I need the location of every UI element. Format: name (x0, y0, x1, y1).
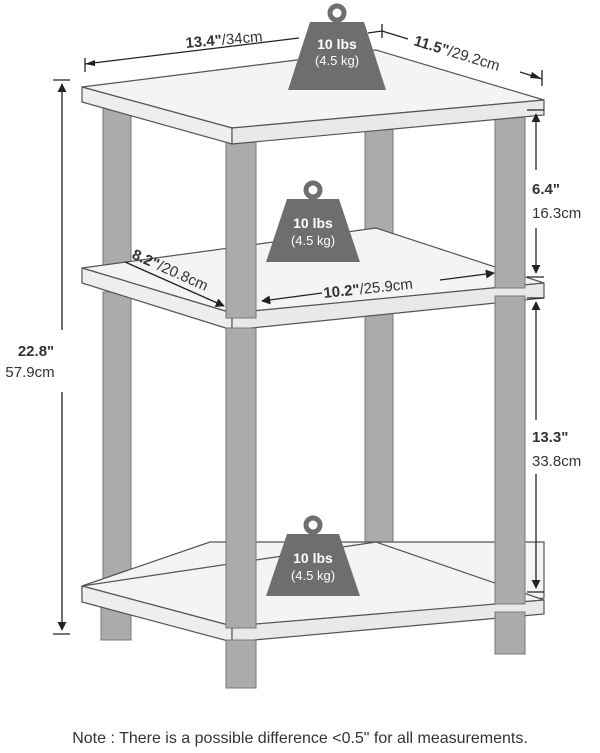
back-left-post (102, 291, 132, 583)
back-right-post-lower (364, 309, 394, 549)
total-height-cm: 57.9cm (5, 364, 54, 381)
weight-top-lbs: 10 lbs (317, 36, 357, 52)
upper-height-inch: 6.4" (532, 181, 560, 198)
top-depth-inch: 11.5" (412, 33, 451, 60)
svg-text:13.4"/34cm: 13.4"/34cm (185, 28, 263, 52)
front-right-post-upper (494, 111, 526, 289)
inner-width-cm: /25.9cm (359, 276, 414, 298)
top-depth-cm: /29.2cm (446, 43, 502, 75)
upper-height-cm: 16.3cm (532, 205, 581, 222)
inner-width-inch: 10.2" (323, 281, 361, 302)
front-right-post-lower (494, 295, 526, 605)
front-left-post-lower (225, 327, 257, 629)
top-width-inch: 13.4" (185, 32, 223, 52)
back-left-post-upper (102, 107, 132, 269)
front-left-post-upper (225, 139, 257, 319)
front-right-foot (494, 611, 526, 655)
dim-total-height: 22.8" 57.9cm (5, 79, 70, 635)
weight-icon-middle: 10 lbs (4.5 kg) (266, 180, 360, 262)
top-width-cm: /34cm (221, 28, 263, 48)
dim-inner-width: 10.2"/25.9cm (261, 269, 495, 305)
weight-icon-bottom: 10 lbs (4.5 kg) (266, 515, 360, 596)
measurement-note: Note : There is a possible difference <0… (72, 730, 528, 747)
weight-middle-kg: (4.5 kg) (291, 233, 335, 248)
weight-icon-top: 10 lbs (4.5 kg) (288, 3, 386, 90)
total-height-inch: 22.8" (18, 343, 54, 360)
dim-lower-height: 13.3" 33.8cm (527, 297, 581, 593)
weight-middle-lbs: 10 lbs (293, 215, 333, 231)
lower-height-cm: 33.8cm (532, 453, 581, 470)
weight-top-kg: (4.5 kg) (315, 53, 359, 68)
weight-bottom-kg: (4.5 kg) (291, 568, 335, 583)
front-left-foot (225, 639, 257, 689)
lower-height-inch: 13.3" (532, 429, 568, 446)
middle-shelf (81, 227, 545, 331)
weight-bottom-lbs: 10 lbs (293, 550, 333, 566)
svg-text:10.2"/25.9cm: 10.2"/25.9cm (323, 276, 414, 302)
dim-upper-height: 6.4" 16.3cm (527, 109, 581, 278)
back-right-post-upper (364, 121, 394, 241)
dim-top-width: 13.4"/34cm (84, 24, 383, 72)
